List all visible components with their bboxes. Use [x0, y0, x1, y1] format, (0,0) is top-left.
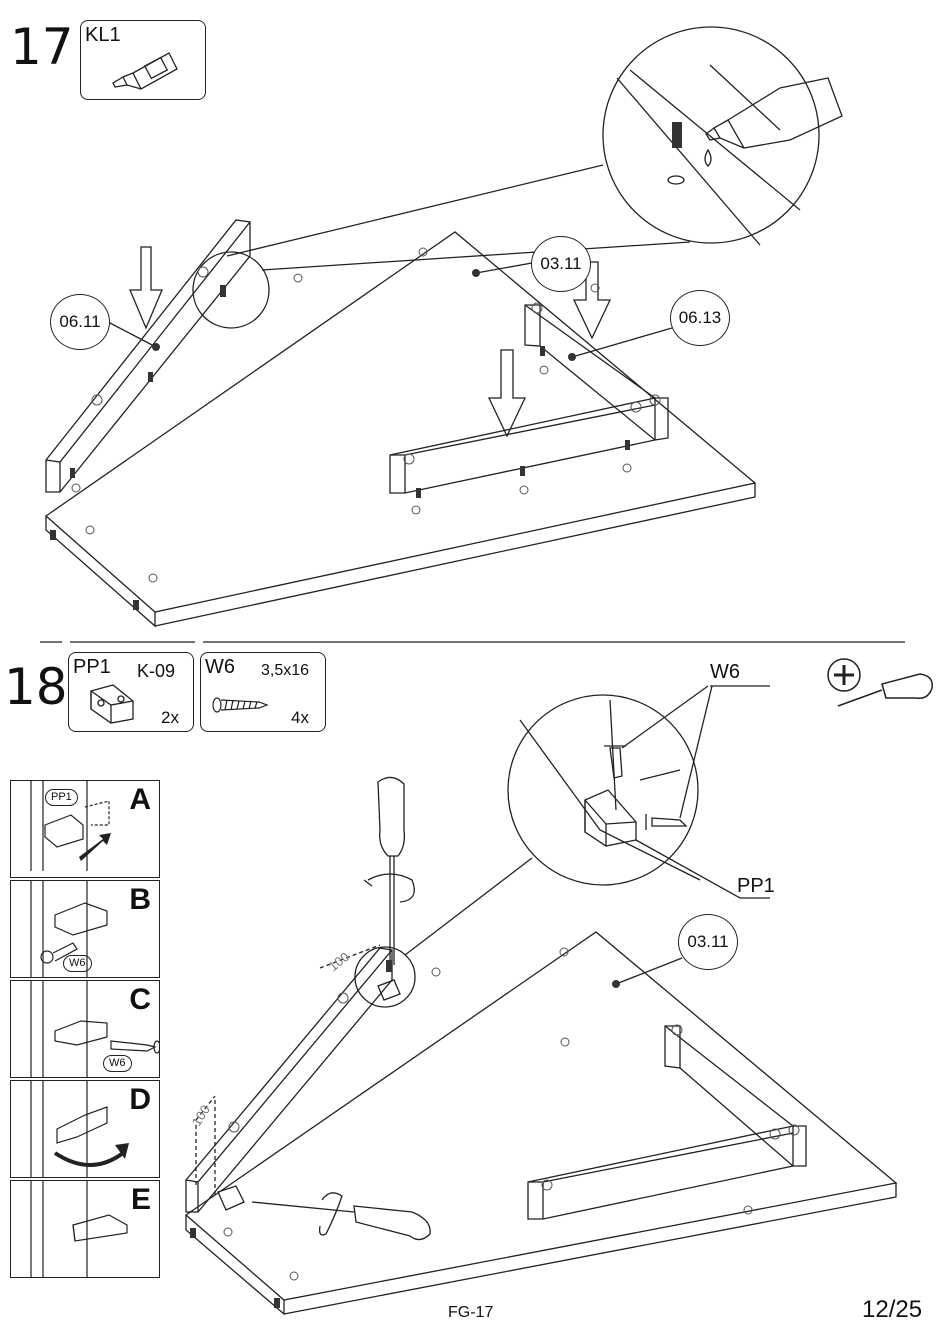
substep-box-e: E — [10, 1180, 160, 1278]
part-box-pp1: PP1 K-09 2x — [68, 652, 194, 732]
part-reference: K-09 — [137, 661, 175, 681]
bracket-icon — [11, 781, 151, 871]
screw-icon — [211, 695, 271, 715]
detail-label-screw: W6 — [710, 662, 740, 682]
part-code: W6 — [205, 657, 235, 677]
screw-icon — [11, 981, 159, 1077]
part-code: PP1 — [73, 657, 111, 677]
substep-box-b: B W6 — [10, 880, 160, 978]
part-size: 3,5x16 — [261, 661, 309, 681]
page-number: 12/25 — [862, 1296, 922, 1324]
step-number: 18 — [4, 662, 68, 712]
part-callout-06-11: 06.11 — [50, 294, 110, 350]
part-callout-06-13: 06.13 — [670, 290, 730, 346]
bracket-cover-icon — [11, 1181, 151, 1277]
dimension-label: 100 — [326, 949, 352, 974]
detail-label-bracket: PP1 — [737, 876, 775, 896]
bracket-icon — [87, 681, 137, 725]
rotate-arrow-icon — [11, 1081, 151, 1177]
part-quantity: 2x — [161, 709, 179, 726]
part-box-w6: W6 3,5x16 4x — [200, 652, 326, 732]
part-callout-03-11: 03.11 — [531, 236, 591, 292]
substep-box-c: C W6 — [10, 980, 160, 1078]
substep-box-a: A PP1 — [10, 780, 160, 878]
document-code: FG-17 — [448, 1304, 493, 1322]
part-callout-03-11: 03.11 — [678, 914, 738, 970]
substep-box-d: D — [10, 1080, 160, 1178]
dimension-label: 100 — [189, 1102, 213, 1128]
screw-icon — [11, 881, 151, 977]
step17-assembly-drawing — [0, 0, 950, 640]
part-quantity: 4x — [291, 709, 309, 726]
